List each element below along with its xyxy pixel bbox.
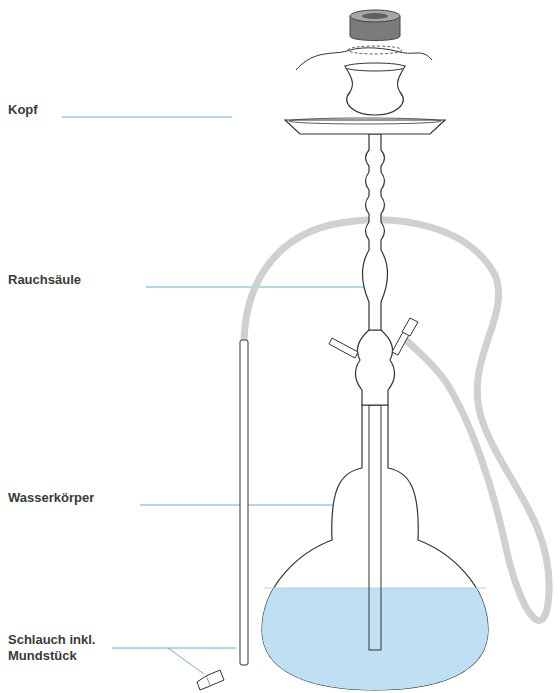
water-surface xyxy=(264,588,486,589)
bowl-rim xyxy=(345,63,405,71)
water xyxy=(262,588,488,690)
part-label: Rauchsäule xyxy=(8,272,142,288)
leader-line xyxy=(112,648,236,649)
port-section xyxy=(355,330,394,405)
mouthpiece-tip xyxy=(197,676,210,690)
leader-line xyxy=(62,117,232,118)
downstem xyxy=(369,405,381,650)
valve xyxy=(402,318,418,336)
part-label: Kopf xyxy=(8,102,58,118)
smoke-column xyxy=(363,134,388,330)
hose-handle xyxy=(240,340,248,665)
leader-line xyxy=(168,648,204,674)
tray xyxy=(285,120,445,134)
tray-rim xyxy=(289,118,441,124)
heat-manager-top xyxy=(350,10,400,22)
side-port xyxy=(329,338,358,358)
part-label: Schlauch inkl. Mundstück xyxy=(8,632,108,664)
foil-mark xyxy=(348,46,402,54)
bowl-head xyxy=(345,66,405,115)
heat-manager-hole xyxy=(362,13,388,19)
part-label: Wasserkörper xyxy=(8,490,138,506)
water-body xyxy=(262,405,488,690)
foil xyxy=(296,48,432,70)
